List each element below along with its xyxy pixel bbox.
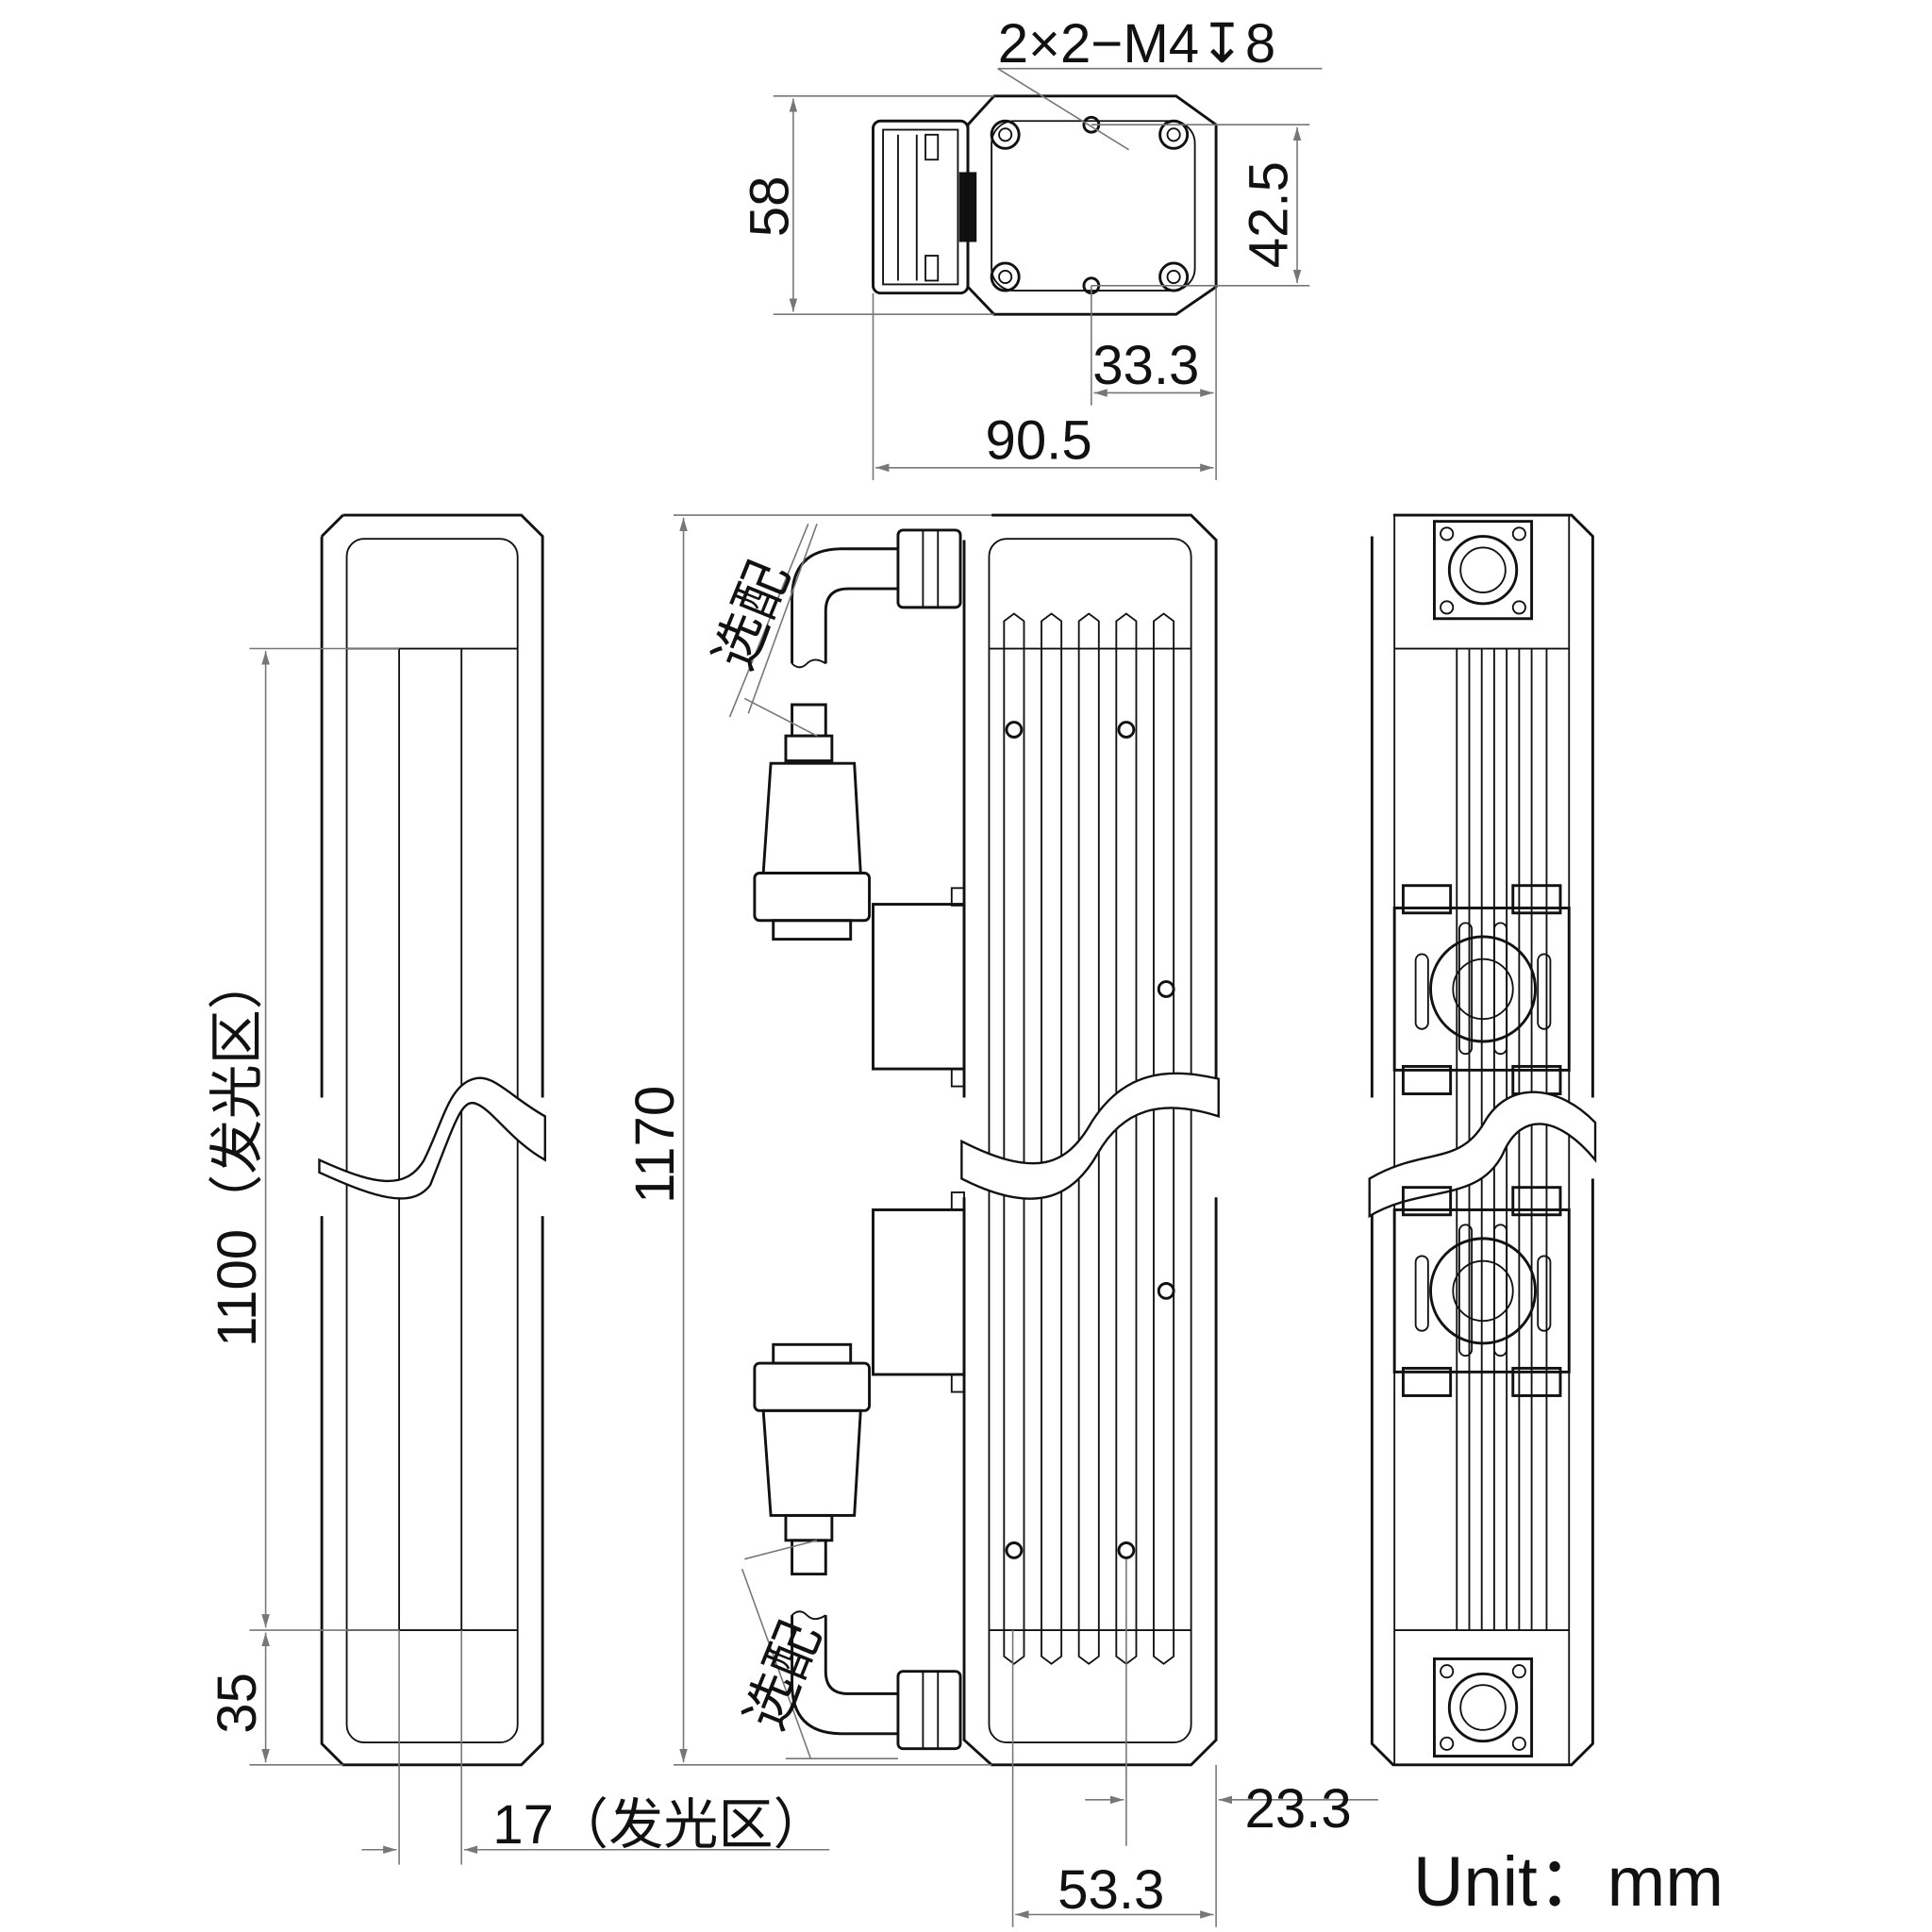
- dim-35: 35: [207, 1673, 268, 1734]
- front-view: 1100（发光区） 35 17（发光区）: [207, 513, 830, 1865]
- connector-socket-bottom: [1433, 1657, 1534, 1758]
- unit-label: Unit：mm: [1413, 1842, 1724, 1921]
- thread-note: 2×2−M4↧8: [998, 13, 1275, 75]
- back-view: [1368, 513, 1597, 1767]
- mounting-holes: [990, 115, 1190, 295]
- connector-top: [753, 528, 962, 941]
- dim-58: 58: [740, 176, 801, 238]
- dim-23-3: 23.3: [1244, 1778, 1351, 1840]
- dim-17-emitting: 17（发光区）: [492, 1794, 827, 1856]
- optional-label-bottom: 选配: [734, 1613, 832, 1738]
- fan-top: [1392, 884, 1571, 1095]
- top-view: 58 42.5 33.3 90.5 2×2−M4↧8: [740, 13, 1323, 481]
- dim-42-5: 42.5: [1238, 161, 1299, 268]
- dim-1170: 1170: [625, 1086, 686, 1204]
- dim-90-5: 90.5: [985, 410, 1091, 472]
- connector-socket-top: [1433, 520, 1534, 621]
- dim-1100-emitting: 1100（发光区）: [207, 955, 268, 1347]
- dim-33-3: 33.3: [1092, 335, 1199, 396]
- optional-label-top: 选配: [703, 554, 801, 678]
- fan-bottom: [1392, 1186, 1571, 1397]
- side-view: 选配 选配 1170 23.3 53.3: [625, 513, 1378, 1927]
- dim-53-3: 53.3: [1058, 1859, 1164, 1921]
